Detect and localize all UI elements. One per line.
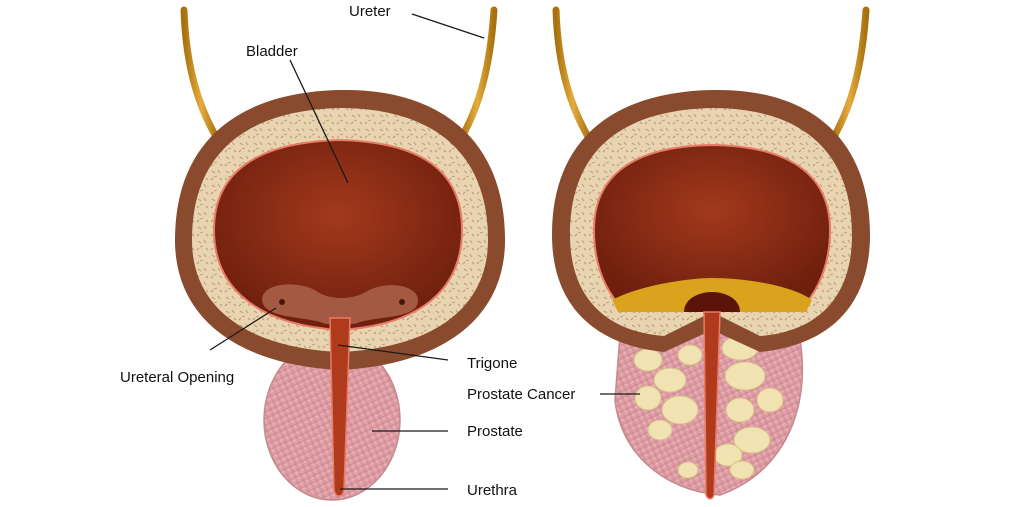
- right-urethra: [703, 311, 721, 500]
- left-trigone: [262, 284, 419, 325]
- labels: Ureter Bladder Ureteral Opening Trigone …: [120, 3, 575, 499]
- leader-bladder: [289, 59, 349, 184]
- leader-ureter: [411, 13, 485, 39]
- left-ureteral-opening-right: [399, 299, 405, 305]
- label-ureter: Ureter: [349, 3, 391, 20]
- left-organ: [175, 6, 505, 501]
- label-ureteral-opening: Ureteral Opening: [120, 369, 234, 386]
- left-ureteral-opening-left: [279, 299, 285, 305]
- leader-ureteral-opening: [209, 307, 277, 351]
- right-bladder-neck: [684, 292, 740, 312]
- right-organ: [552, 6, 870, 500]
- label-prostate-cancer: Prostate Cancer: [467, 386, 575, 403]
- leader-lines: [209, 13, 640, 490]
- left-ureter-left: [180, 6, 222, 144]
- prostate-cancer-nodules: [633, 335, 784, 480]
- leader-trigone: [337, 344, 449, 361]
- right-ureter-right: [828, 6, 870, 144]
- left-urethra: [329, 317, 351, 497]
- left-ureter-right: [456, 6, 498, 144]
- right-ureter-left: [552, 6, 594, 144]
- label-urethra: Urethra: [467, 482, 518, 499]
- label-bladder: Bladder: [246, 43, 298, 60]
- label-trigone: Trigone: [467, 355, 517, 372]
- label-prostate: Prostate: [467, 423, 523, 440]
